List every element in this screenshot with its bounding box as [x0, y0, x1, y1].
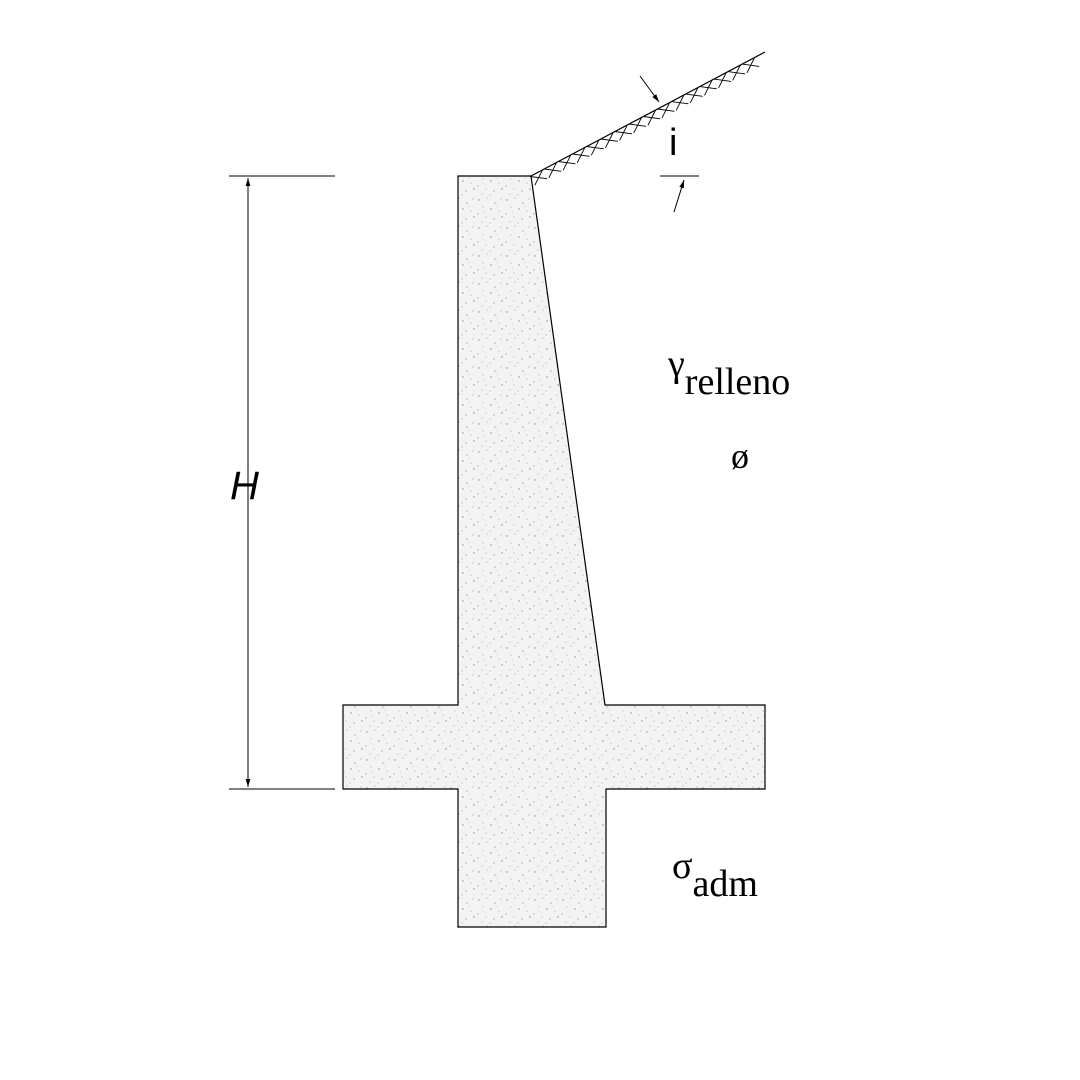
height-dimension	[229, 175, 335, 790]
sigma-subscript: adm	[692, 863, 758, 905]
height-label: H	[230, 464, 259, 508]
gamma-subscript: relleno	[684, 361, 791, 403]
fill-unit-weight-label: γrelleno	[668, 343, 790, 401]
slope-angle-indicator	[639, 75, 699, 213]
slope-angle-label: i	[669, 122, 678, 164]
gamma-symbol: γ	[668, 343, 685, 385]
backfill-slope	[530, 51, 766, 186]
friction-angle-label: ø	[731, 436, 749, 476]
backfill-hatch	[530, 57, 760, 186]
wall-section	[342, 175, 766, 928]
allowable-stress-label: σadm	[672, 845, 758, 903]
sigma-symbol: σ	[672, 845, 693, 887]
